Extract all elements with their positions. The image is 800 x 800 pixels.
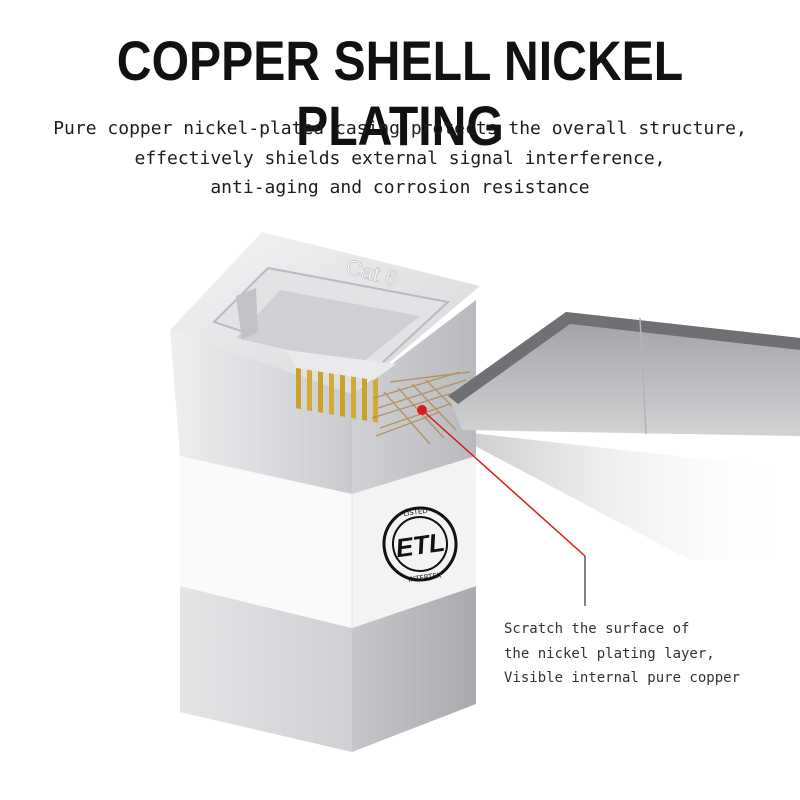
coupler-lower-side xyxy=(352,586,476,752)
scratch-annotation: Scratch the surface of the nickel platin… xyxy=(504,617,740,691)
coupler-upper-front xyxy=(170,330,352,494)
etl-ring-top: LISTED xyxy=(403,507,428,518)
white-band-side xyxy=(352,456,476,628)
white-band-front xyxy=(180,456,352,628)
etl-mark: ETL xyxy=(394,527,447,564)
annotation-line: the nickel plating layer, xyxy=(504,645,715,662)
rj45-port xyxy=(212,266,451,423)
blade xyxy=(448,312,800,436)
headline: COPPER SHELL NICKEL PLATING xyxy=(116,29,684,157)
pointer-line xyxy=(417,405,586,606)
annotation-line: Visible internal pure copper xyxy=(504,670,741,686)
etl-badge: ETL LISTED INTERTEK xyxy=(382,506,458,584)
subtitle-line: Pure copper nickel-plated casing protect… xyxy=(53,118,747,139)
coupler-lower-front xyxy=(180,586,352,752)
blade-shadow xyxy=(445,430,800,560)
subtitle-line: anti-aging and corrosion resistance xyxy=(210,177,590,198)
annotation-line: Scratch the surface of xyxy=(504,621,690,637)
subtitle-line: effectively shields external signal inte… xyxy=(134,147,666,169)
subtitle: Pure copper nickel-plated casing protect… xyxy=(0,114,800,203)
